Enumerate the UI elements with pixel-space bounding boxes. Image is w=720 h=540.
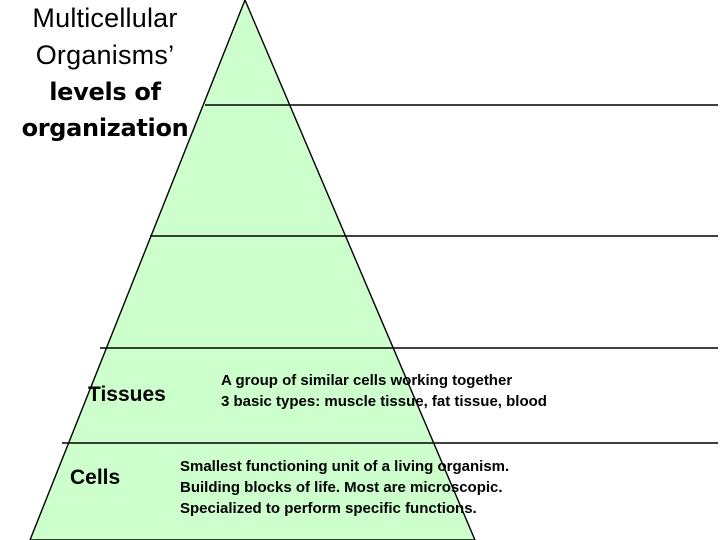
title-line-3: levels of (49, 78, 161, 106)
tier-description-tissues-line-1: A group of similar cells working togethe… (221, 372, 513, 389)
tier-label-tissues: Tissues (88, 383, 166, 406)
tier-description-cells-line-1: Smallest functioning unit of a living or… (180, 458, 510, 475)
title-line-1: Multicellular (32, 3, 178, 33)
pyramid-shape (29, 0, 476, 540)
slide-title: Multicellular Organisms’ levels of organ… (0, 0, 210, 146)
tier-label-cells: Cells (70, 466, 121, 489)
tier-description-tissues-line-2: 3 basic types: muscle tissue, fat tissue… (221, 393, 547, 410)
tier-description-cells-line-3: Specialized to perform specific function… (180, 500, 477, 517)
tier-description-tissues: A group of similar cells working togethe… (221, 370, 547, 412)
title-line-4: organization (21, 114, 189, 142)
title-line-2: Organisms’ (35, 40, 175, 70)
tier-description-cells-line-2: Building blocks of life. Most are micros… (180, 479, 503, 496)
tier-description-cells: Smallest functioning unit of a living or… (180, 456, 509, 519)
